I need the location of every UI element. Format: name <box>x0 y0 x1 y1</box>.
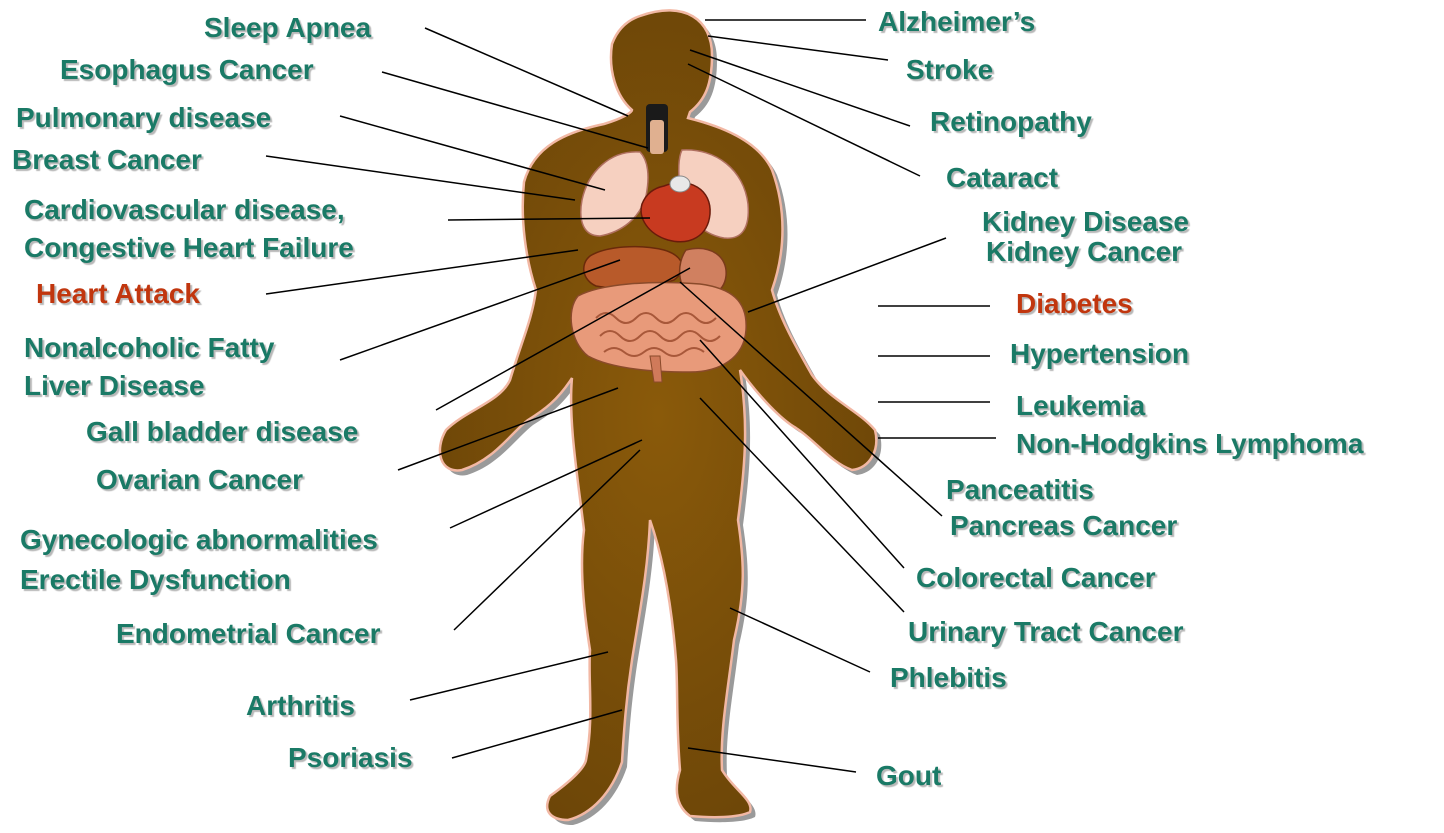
line-arthritis <box>410 652 608 700</box>
label-phlebitis: Phlebitis <box>890 662 1007 694</box>
label-pancreas-cancer: Pancreas Cancer <box>950 510 1177 542</box>
label-cardiovascular-disease: Cardiovascular disease, <box>24 194 345 226</box>
label-sleep-apnea: Sleep Apnea <box>204 12 371 44</box>
label-non-hodgkins-lymphoma: Non-Hodgkins Lymphoma <box>1016 428 1363 460</box>
label-kidney-cancer: Kidney Cancer <box>986 236 1182 268</box>
label-leukemia: Leukemia <box>1016 390 1145 422</box>
line-sleep-apnea <box>425 28 628 116</box>
label-psoriasis: Psoriasis <box>288 742 413 774</box>
label-pulmonary-disease: Pulmonary disease <box>16 102 271 134</box>
label-diabetes: Diabetes <box>1016 288 1133 320</box>
label-gynecologic-abnormalities: Gynecologic abnormalities <box>20 524 378 556</box>
label-kidney-disease: Kidney Disease <box>982 206 1189 238</box>
line-esophagus <box>382 72 648 148</box>
label-heart-attack: Heart Attack <box>36 278 200 310</box>
label-arthritis: Arthritis <box>246 690 355 722</box>
label-esophagus-cancer: Esophagus Cancer <box>60 54 314 86</box>
label-retinopathy: Retinopathy <box>930 106 1092 138</box>
label-pancreatitis: Panceatitis <box>946 474 1094 506</box>
label-nafld-line2: Liver Disease <box>24 370 205 402</box>
label-stroke: Stroke <box>906 54 993 86</box>
line-retinopathy <box>690 50 910 126</box>
aorta <box>670 176 690 192</box>
label-colorectal-cancer: Colorectal Cancer <box>916 562 1156 594</box>
label-congestive-heart-failure: Congestive Heart Failure <box>24 232 354 264</box>
label-urinary-tract-cancer: Urinary Tract Cancer <box>908 616 1183 648</box>
label-erectile-dysfunction: Erectile Dysfunction <box>20 564 291 596</box>
line-phlebitis <box>730 608 870 672</box>
label-cataract: Cataract <box>946 162 1058 194</box>
label-gall-bladder-disease: Gall bladder disease <box>86 416 358 448</box>
label-breast-cancer: Breast Cancer <box>12 144 202 176</box>
label-endometrial-cancer: Endometrial Cancer <box>116 618 381 650</box>
label-gout: Gout <box>876 760 941 792</box>
label-alzheimers: Alzheimer’s <box>878 6 1035 38</box>
line-stroke <box>708 36 888 60</box>
label-ovarian-cancer: Ovarian Cancer <box>96 464 303 496</box>
esophagus <box>650 120 664 154</box>
label-hypertension: Hypertension <box>1010 338 1189 370</box>
label-nafld-line1: Nonalcoholic Fatty <box>24 332 274 364</box>
